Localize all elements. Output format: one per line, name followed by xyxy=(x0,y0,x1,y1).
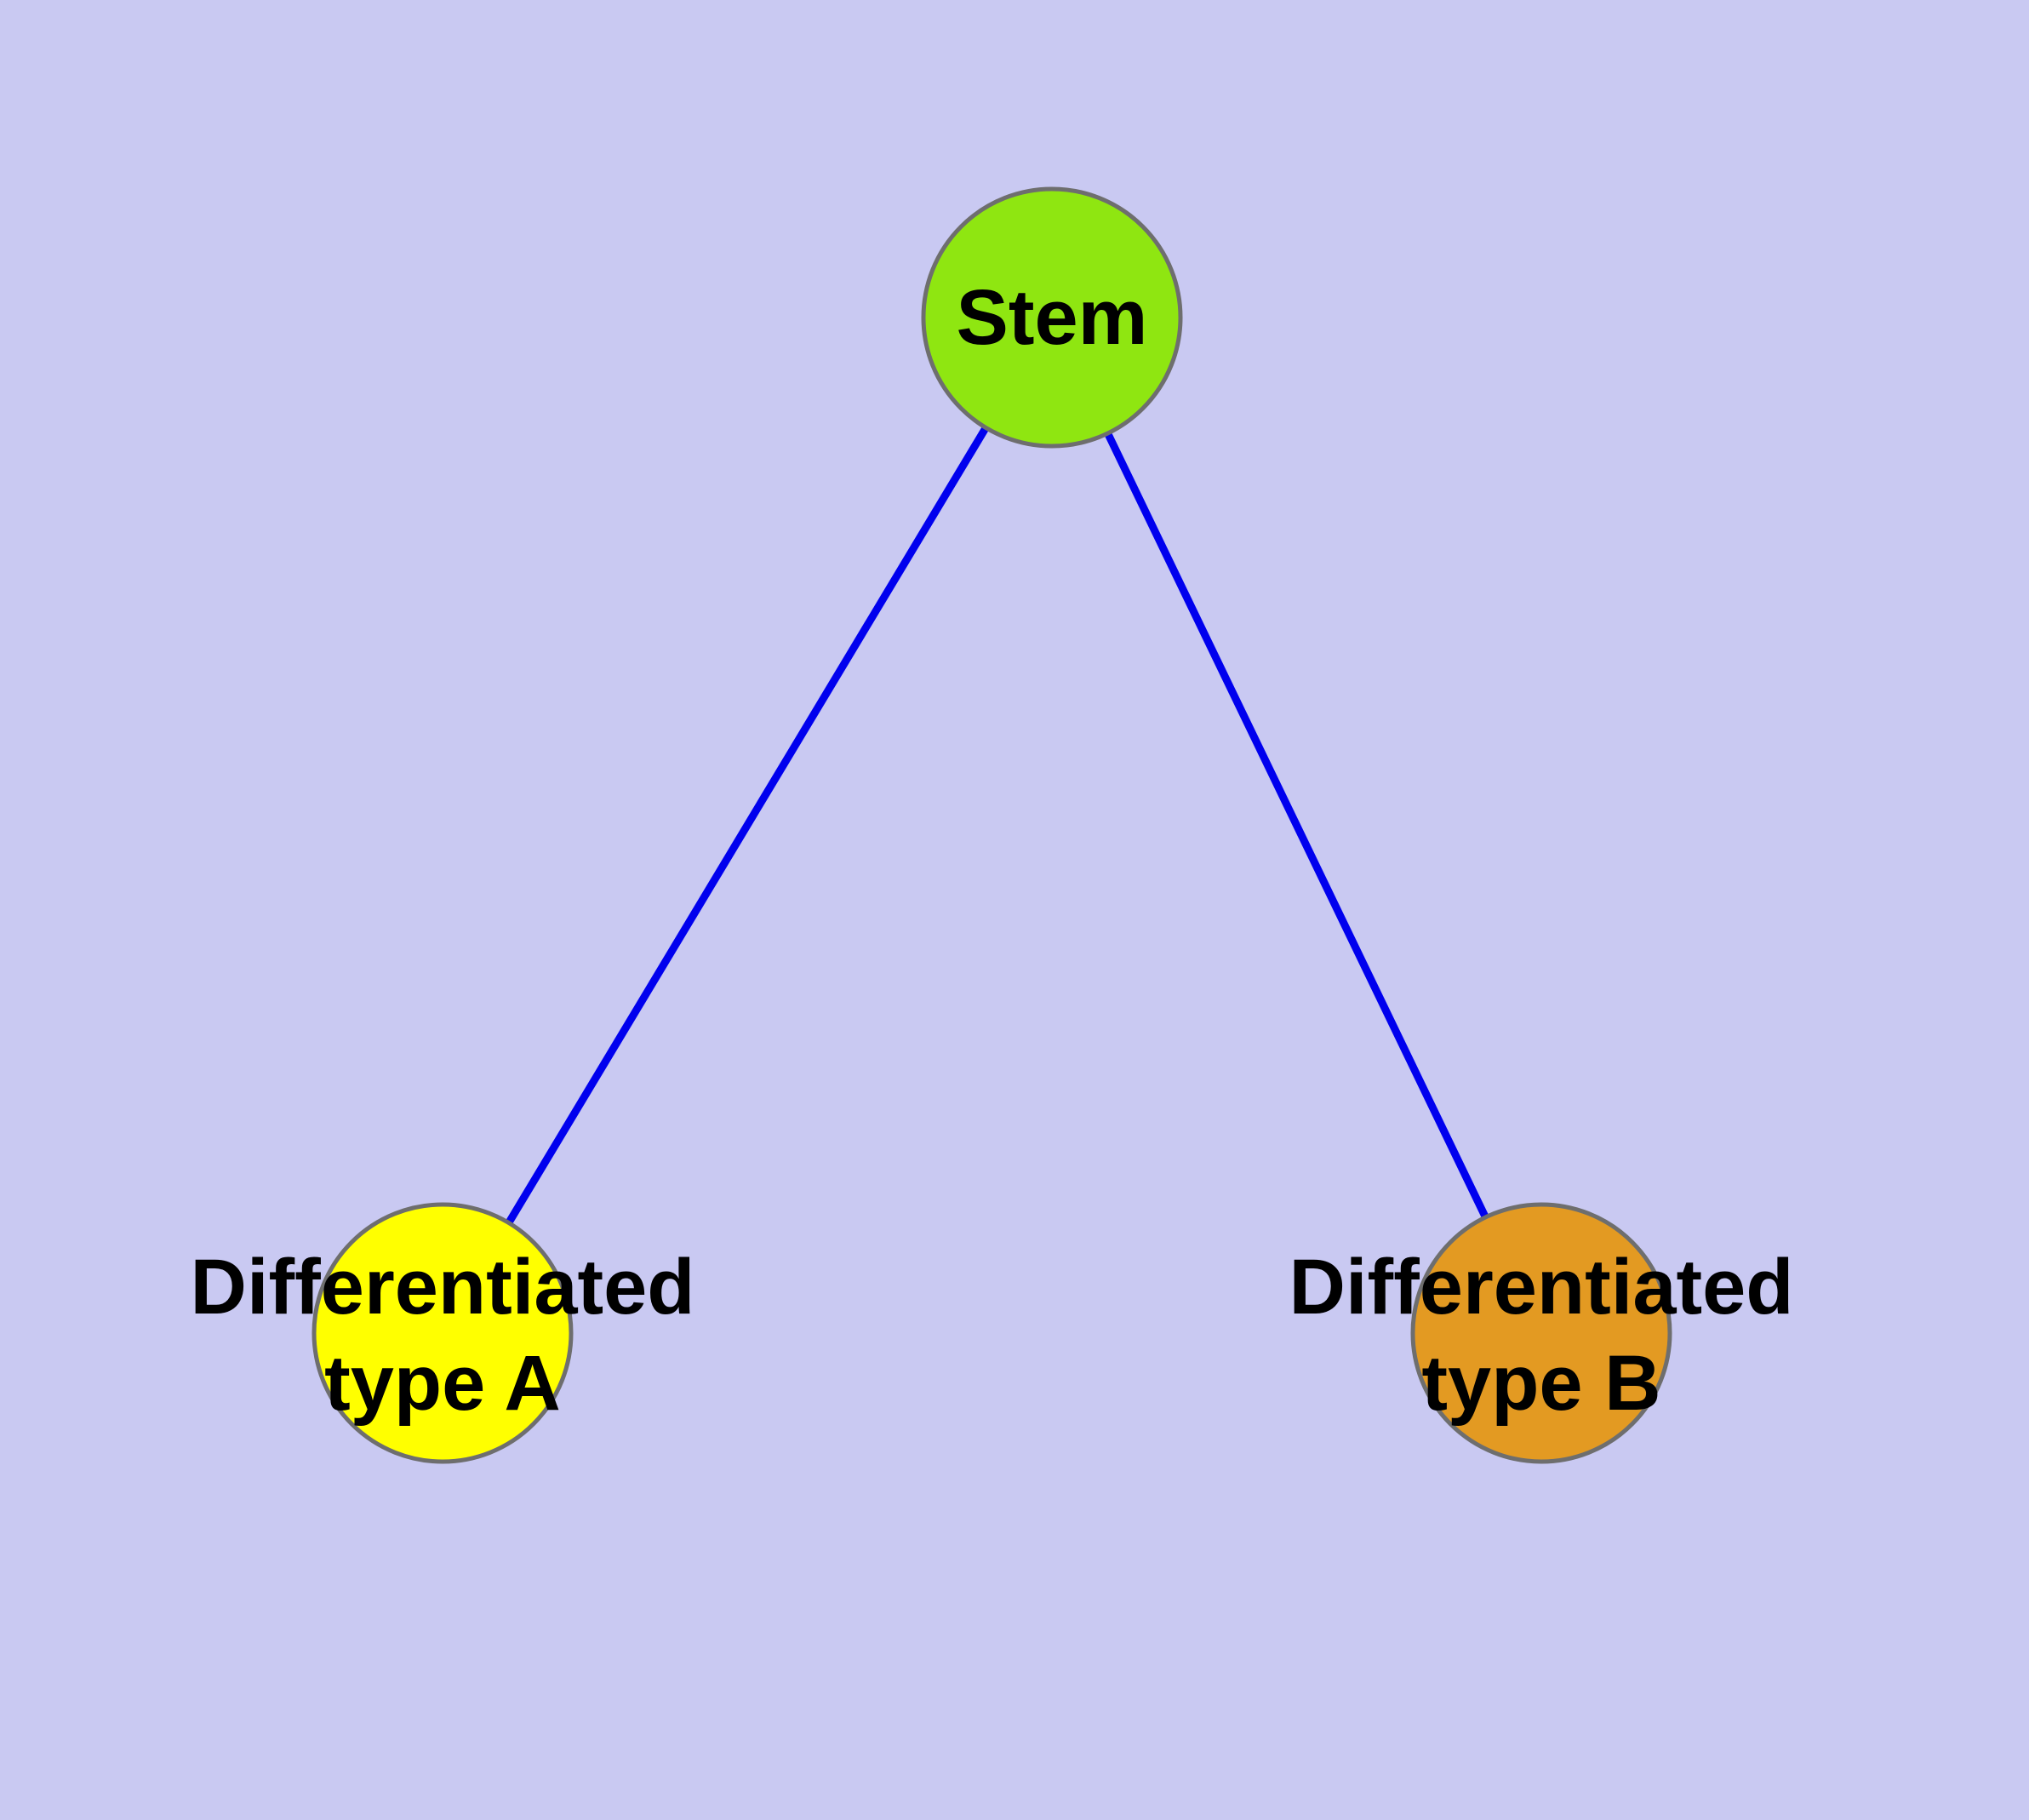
node-type-a: Differentiated type A xyxy=(191,1202,695,1464)
node-type-a-label-line1: Differentiated xyxy=(191,1244,695,1331)
node-type-b-label-line2: type B xyxy=(1421,1340,1660,1427)
node-stem: Stem xyxy=(921,186,1183,449)
node-type-a-label-line2: type A xyxy=(324,1340,561,1427)
node-type-a-label: Differentiated type A xyxy=(191,1244,695,1427)
edge-group xyxy=(439,315,1546,1336)
node-stem-circle xyxy=(921,186,1183,449)
node-type-b-label: Differentiated type B xyxy=(1289,1244,1794,1427)
node-type-a-circle xyxy=(311,1202,574,1464)
edge-stem-to-type-a xyxy=(439,315,1055,1336)
node-type-b-circle xyxy=(1410,1202,1672,1464)
edge-stem-to-type-b xyxy=(1048,316,1546,1335)
node-type-b: Differentiated type B xyxy=(1289,1202,1794,1464)
node-stem-label: Stem xyxy=(957,274,1148,361)
node-type-b-label-line1: Differentiated xyxy=(1289,1244,1794,1331)
